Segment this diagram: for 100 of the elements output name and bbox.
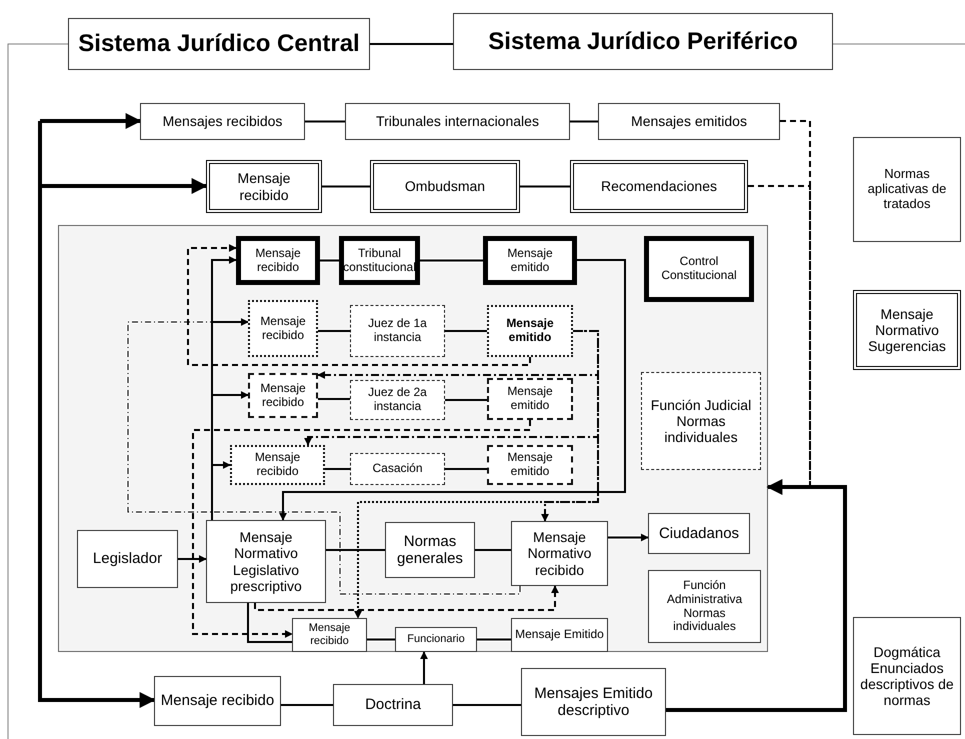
process-box (521, 668, 666, 736)
connector-line (420, 260, 483, 262)
connector-line (445, 330, 487, 332)
connector-line (453, 704, 521, 706)
arrow (279, 259, 626, 521)
node-label: Sistema Jurídico Central (78, 30, 360, 58)
arrow (40, 113, 142, 129)
process-box (248, 300, 318, 357)
process-box (487, 305, 573, 357)
node-label: Mensajes Emitido descriptivo (533, 684, 654, 720)
node-label: Mensaje Normativo Sugerencias (867, 306, 947, 354)
process-box (487, 445, 573, 485)
panel-background (58, 225, 768, 652)
connector-line (305, 120, 345, 122)
node-label: Mensaje Normativo Legislativo prescriptivo (229, 529, 303, 594)
arrow (38, 121, 156, 708)
process-box (236, 236, 320, 285)
node-label: Mensaje emitido (506, 246, 554, 274)
arrow (187, 244, 531, 366)
node-label: Mensaje recibido (236, 170, 292, 203)
node-label: Función Administrativa Normas individuales (666, 578, 744, 634)
node-label: Tribunal constitucional (343, 246, 416, 274)
node-label: Mensaje emitido (505, 317, 555, 345)
process-box (483, 236, 577, 285)
connector-line (247, 603, 292, 643)
process-box (350, 380, 445, 420)
arrow (211, 461, 231, 520)
arrow (608, 534, 649, 542)
process-box (370, 160, 520, 213)
arrow (666, 479, 847, 712)
node-label: Ciudadanos (658, 524, 740, 542)
process-box (140, 103, 305, 140)
node-label: Mensaje recibido (254, 451, 302, 479)
process-box (333, 684, 453, 726)
connector-line (320, 260, 339, 262)
connector-line (520, 186, 570, 188)
node-label: Juez de 1a instancia (367, 317, 428, 345)
arrow (128, 320, 520, 594)
process-box (395, 627, 477, 652)
process-box (853, 137, 961, 242)
process-box (206, 160, 322, 213)
node-label: Recomendaciones (601, 178, 717, 195)
process-box (570, 160, 748, 213)
process-box (206, 520, 326, 603)
node-label: Mensajes emitidos (631, 113, 747, 130)
process-box (641, 372, 761, 470)
process-box (77, 530, 178, 588)
arrow (40, 178, 208, 194)
arrow (420, 651, 428, 684)
connector-line (570, 120, 598, 122)
connector-line (318, 330, 350, 332)
process-box (292, 618, 367, 652)
connector-line (322, 186, 370, 188)
node-label: Legislador (92, 550, 162, 568)
process-box (350, 453, 445, 485)
process-box (154, 676, 281, 726)
process-box (648, 570, 761, 643)
process-box (511, 618, 608, 652)
title-box (453, 13, 833, 70)
process-box (598, 103, 780, 140)
arrow (192, 420, 531, 638)
arrow (354, 330, 599, 619)
process-box (339, 236, 420, 285)
node-label: Mensaje recibido (259, 382, 307, 410)
node-label: Ombudsman (404, 178, 486, 195)
node-label: Sistema Jurídico Periférico (488, 28, 798, 56)
node-label: Control Constitucional (660, 255, 738, 283)
arrow (178, 555, 207, 563)
process-box (345, 103, 570, 140)
process-box (230, 445, 325, 485)
connector-line (318, 398, 350, 400)
node-label: Normas generales (396, 532, 464, 568)
node-label: Normas aplicativas de tratados (866, 167, 948, 212)
connector-line (445, 399, 487, 401)
process-box (648, 513, 750, 554)
process-box (350, 305, 445, 357)
arrow (541, 330, 599, 522)
node-label: Mensaje emitido (506, 385, 554, 413)
node-label: Mensaje Normativo recibido (526, 529, 592, 578)
process-box (853, 617, 961, 735)
node-label: Mensaje recibido (254, 246, 302, 274)
node-label: Mensaje emitido (506, 451, 554, 479)
connector-line (445, 468, 487, 470)
node-label: Dogmática Enunciados descriptivos de normas (859, 644, 955, 708)
connector-line (367, 638, 395, 640)
process-box (644, 236, 754, 302)
title-box (68, 18, 370, 70)
node-label: Doctrina (365, 696, 421, 714)
process-box (511, 521, 608, 586)
node-label: Mensajes recibidos (162, 113, 282, 130)
node-label: Mensaje recibido (160, 692, 274, 710)
node-label: Mensaje recibido (308, 622, 352, 648)
connector-line (325, 468, 350, 470)
connector-line (477, 638, 511, 640)
node-label: Juez de 2a instancia (367, 386, 428, 414)
node-label: Mensaje Emitido (515, 628, 604, 642)
arrow (254, 585, 559, 611)
node-label: Tribunales internacionales (376, 113, 539, 130)
node-label: Mensaje recibido (259, 314, 307, 342)
process-box (853, 290, 961, 370)
